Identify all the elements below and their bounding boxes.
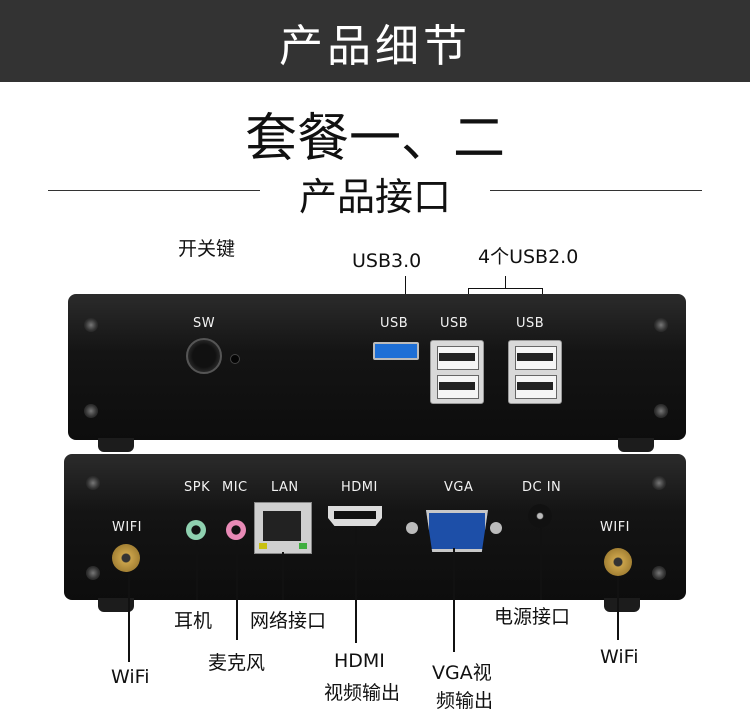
screw-icon bbox=[652, 476, 666, 490]
power-key-label: 开关键 bbox=[178, 238, 236, 260]
callout-line bbox=[617, 576, 619, 640]
back-panel bbox=[64, 454, 686, 600]
left-divider bbox=[48, 190, 260, 191]
vga-label: VGA bbox=[444, 480, 474, 495]
screw-icon bbox=[652, 566, 666, 580]
front-foot-left bbox=[98, 438, 134, 452]
power-button-icon[interactable] bbox=[186, 338, 222, 374]
hdmi-callout-title: HDMI bbox=[334, 650, 385, 672]
callout-line bbox=[282, 552, 284, 600]
spk-label: SPK bbox=[184, 480, 211, 495]
usb-label: USB bbox=[516, 316, 545, 331]
back-foot-right bbox=[604, 598, 640, 612]
vga-screw-icon bbox=[490, 522, 502, 534]
back-foot-left bbox=[98, 598, 134, 612]
callout-line bbox=[236, 540, 238, 640]
vga-callout-line2: 频输出 bbox=[436, 690, 494, 712]
hdmi-slot bbox=[334, 511, 376, 519]
callout-line bbox=[128, 574, 130, 662]
mic-label: MIC bbox=[222, 480, 248, 495]
usb2-dual-port-icon[interactable] bbox=[508, 340, 562, 404]
network-port-callout: 网络接口 bbox=[250, 610, 327, 632]
screw-icon bbox=[654, 318, 668, 332]
usb2-bracket bbox=[468, 288, 543, 289]
callout-line bbox=[453, 548, 455, 652]
hdmi-label: HDMI bbox=[341, 480, 378, 495]
screw-icon bbox=[86, 566, 100, 580]
screw-icon bbox=[84, 318, 98, 332]
callout-line bbox=[196, 540, 198, 600]
section-subtitle: 产品接口 bbox=[298, 175, 451, 219]
dc-power-jack-icon[interactable] bbox=[528, 504, 552, 528]
usb2-count-label: 4个USB2.0 bbox=[478, 246, 579, 268]
earphone-callout: 耳机 bbox=[174, 610, 213, 632]
usb2-bracket-stem bbox=[505, 276, 506, 288]
vga-port-icon[interactable] bbox=[426, 510, 488, 552]
wifi-left-label: WIFI bbox=[112, 520, 142, 535]
banner-title: 产品细节 bbox=[279, 21, 471, 72]
usb3-port-icon[interactable] bbox=[373, 342, 419, 360]
usb-label: USB bbox=[440, 316, 469, 331]
front-panel bbox=[68, 294, 686, 440]
callout-line bbox=[355, 527, 357, 643]
usb3-label: USB3.0 bbox=[352, 250, 422, 272]
wifi-right-label: WIFI bbox=[600, 520, 630, 535]
screw-icon bbox=[654, 404, 668, 418]
usb2-dual-port-icon[interactable] bbox=[430, 340, 484, 404]
screw-icon bbox=[84, 404, 98, 418]
mic-jack-icon[interactable] bbox=[226, 520, 246, 540]
usb-label: USB bbox=[380, 316, 409, 331]
speaker-jack-icon[interactable] bbox=[186, 520, 206, 540]
sw-label: SW bbox=[193, 316, 216, 331]
front-foot-right bbox=[618, 438, 654, 452]
wifi-left-callout: WiFi bbox=[111, 666, 150, 688]
package-title: 套餐一、二 bbox=[244, 109, 505, 169]
vga-screw-icon bbox=[406, 522, 418, 534]
screw-icon bbox=[86, 476, 100, 490]
wifi-right-callout: WiFi bbox=[600, 646, 639, 668]
wifi-antenna-connector-icon[interactable] bbox=[112, 544, 140, 572]
hdmi-callout-desc: 视频输出 bbox=[324, 682, 401, 704]
dc-in-label: DC IN bbox=[522, 480, 562, 495]
vga-callout-line1: VGA视 bbox=[432, 662, 492, 684]
lan-label: LAN bbox=[271, 480, 299, 495]
callout-line bbox=[540, 528, 542, 600]
microphone-callout: 麦克风 bbox=[208, 652, 266, 674]
ethernet-port-icon[interactable] bbox=[254, 502, 312, 554]
power-port-callout: 电源接口 bbox=[494, 606, 571, 628]
wifi-antenna-connector-icon[interactable] bbox=[604, 548, 632, 576]
led-indicator-icon bbox=[230, 354, 240, 364]
right-divider bbox=[490, 190, 702, 191]
header-banner bbox=[0, 0, 750, 82]
